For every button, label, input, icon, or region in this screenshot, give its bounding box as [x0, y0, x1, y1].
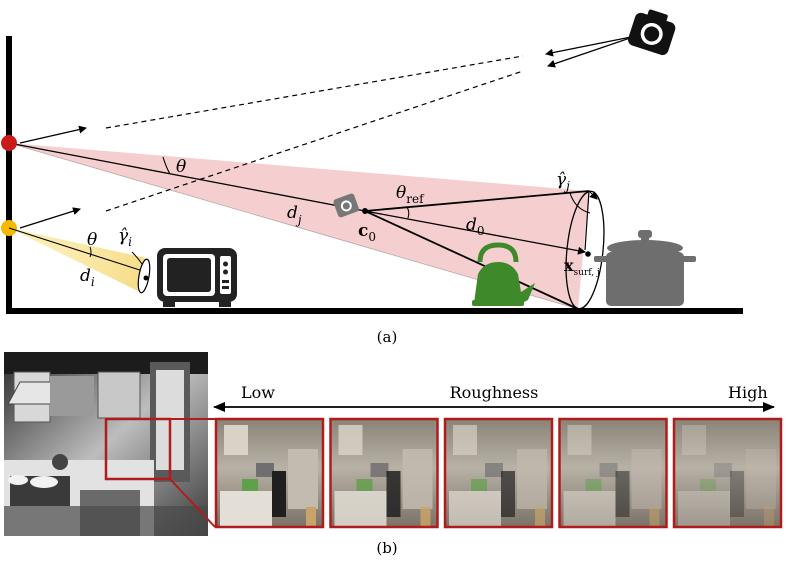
ray-c0-bottom: [364, 210, 579, 310]
roughness-thumbnail: [443, 417, 554, 529]
camera-arrow-upper: [545, 35, 637, 57]
yellow-cone-base: [137, 258, 151, 294]
label-theta-left: θ: [176, 157, 186, 177]
c0-point: [362, 208, 368, 214]
label-c0: c0: [358, 221, 376, 244]
surface-probe-icon: [333, 193, 359, 218]
pot-icon: [594, 230, 696, 306]
crop-connector-bottom: [169, 478, 216, 528]
red-light: [1, 135, 17, 151]
label-d-j: dj: [287, 203, 302, 227]
caption-a: (a): [377, 328, 398, 346]
yellow-light-cone: [9, 228, 146, 292]
roughness-thumbnail: [672, 417, 783, 529]
label-gamma-i: γ̂i: [118, 226, 132, 249]
crop-box: [104, 417, 172, 481]
dashed-ray-upper: [105, 55, 524, 129]
kitchen-render-image: [4, 352, 208, 536]
label-d0: d0: [466, 215, 485, 238]
dashed-ray-lower: [105, 70, 524, 212]
roughness-high-label: High: [728, 383, 768, 402]
theta-i-arc: [89, 246, 92, 258]
label-gamma-j: γ̂j: [556, 170, 570, 193]
camera-icon: [628, 9, 676, 56]
red-light-cone: [9, 143, 589, 309]
label-theta-i: θ: [87, 230, 97, 250]
panel-b: Low Roughness High (b): [4, 352, 783, 557]
roughness-thumbnail: [558, 417, 668, 529]
yellow-cone-point: [143, 275, 149, 281]
ray-d-i: [8, 227, 147, 273]
theta-arc-left: [162, 156, 171, 175]
theta-ref-arc: [406, 206, 410, 219]
label-x-surf: xsurf, j: [564, 256, 600, 278]
microwave-icon: [157, 248, 237, 307]
x-surf-tick: [584, 190, 590, 251]
roughness-title: Roughness: [450, 383, 539, 402]
gamma-i-arc: [131, 251, 143, 265]
ray-d-j: [8, 142, 366, 212]
label-d-i: di: [80, 266, 95, 289]
x-surf-point: [585, 251, 591, 257]
panel-a: θ dj c0 θref d0 γ̂j xsurf, j θ γ̂i di (a…: [1, 9, 743, 346]
roughness-thumbnail: [214, 417, 325, 529]
ray-c0-center: [364, 210, 586, 255]
roughness-low-label: Low: [241, 383, 275, 402]
kettle-icon: [472, 242, 535, 306]
roughness-thumbnails: [214, 417, 783, 529]
gamma-j-arrow: [588, 190, 598, 200]
caption-b: (b): [376, 539, 397, 557]
ray-c0-top: [364, 190, 590, 212]
camera-arrow-lower: [547, 35, 637, 68]
label-theta-ref: θref: [396, 183, 425, 206]
wall-arrow-lower: [19, 207, 81, 229]
roughness-thumbnail: [329, 417, 439, 529]
wall-arrow-upper: [19, 125, 87, 144]
gamma-j-arc: [569, 192, 591, 214]
